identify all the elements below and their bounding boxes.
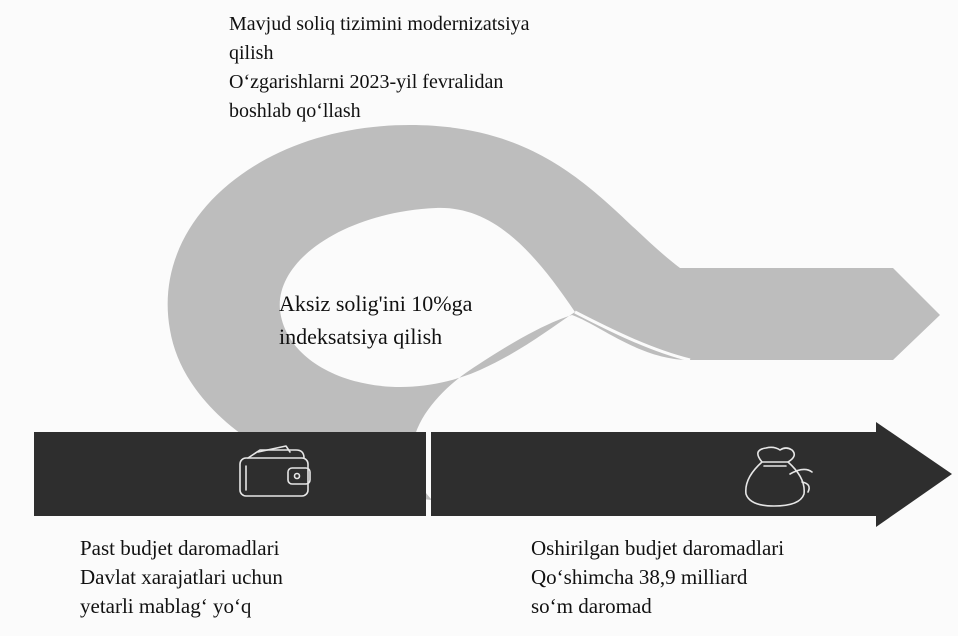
right-note-line: Qo‘shimcha 38,9 milliard: [531, 565, 748, 589]
money-bag-icon: [745, 446, 813, 507]
right-note-line: Oshirilgan budjet daromadlari: [531, 536, 785, 560]
top-note-line: boshlab qo‘llash: [229, 100, 361, 122]
loop-crossing-line: [574, 310, 691, 362]
right-note-line: so‘m daromad: [531, 594, 652, 618]
right-arrow: [431, 422, 952, 527]
top-note-line: O‘zgarishlarni 2023-yil fevralidan: [229, 71, 504, 93]
top-note: Mavjud soliq tizimini modernizatsiya qil…: [229, 10, 530, 126]
left-bar: [34, 432, 426, 516]
wallet-icon: [239, 445, 311, 497]
left-note-line: yetarli mablag‘ yo‘q: [80, 594, 252, 618]
left-note-line: Past budjet daromadlari: [80, 536, 280, 560]
center-note: Aksiz solig'ini 10%ga indeksatsiya qilis…: [279, 287, 472, 353]
right-note: Oshirilgan budjet daromadlari Qo‘shimcha…: [531, 534, 784, 621]
top-note-line: Mavjud soliq tizimini modernizatsiya: [229, 13, 530, 35]
top-note-line: qilish: [229, 42, 274, 64]
left-note: Past budjet daromadlari Davlat xarajatla…: [80, 534, 283, 621]
loop-arrow: [167, 125, 941, 500]
center-note-line: indeksatsiya qilish: [279, 324, 443, 349]
center-note-line: Aksiz solig'ini 10%ga: [279, 291, 473, 316]
left-note-line: Davlat xarajatlari uchun: [80, 565, 283, 589]
